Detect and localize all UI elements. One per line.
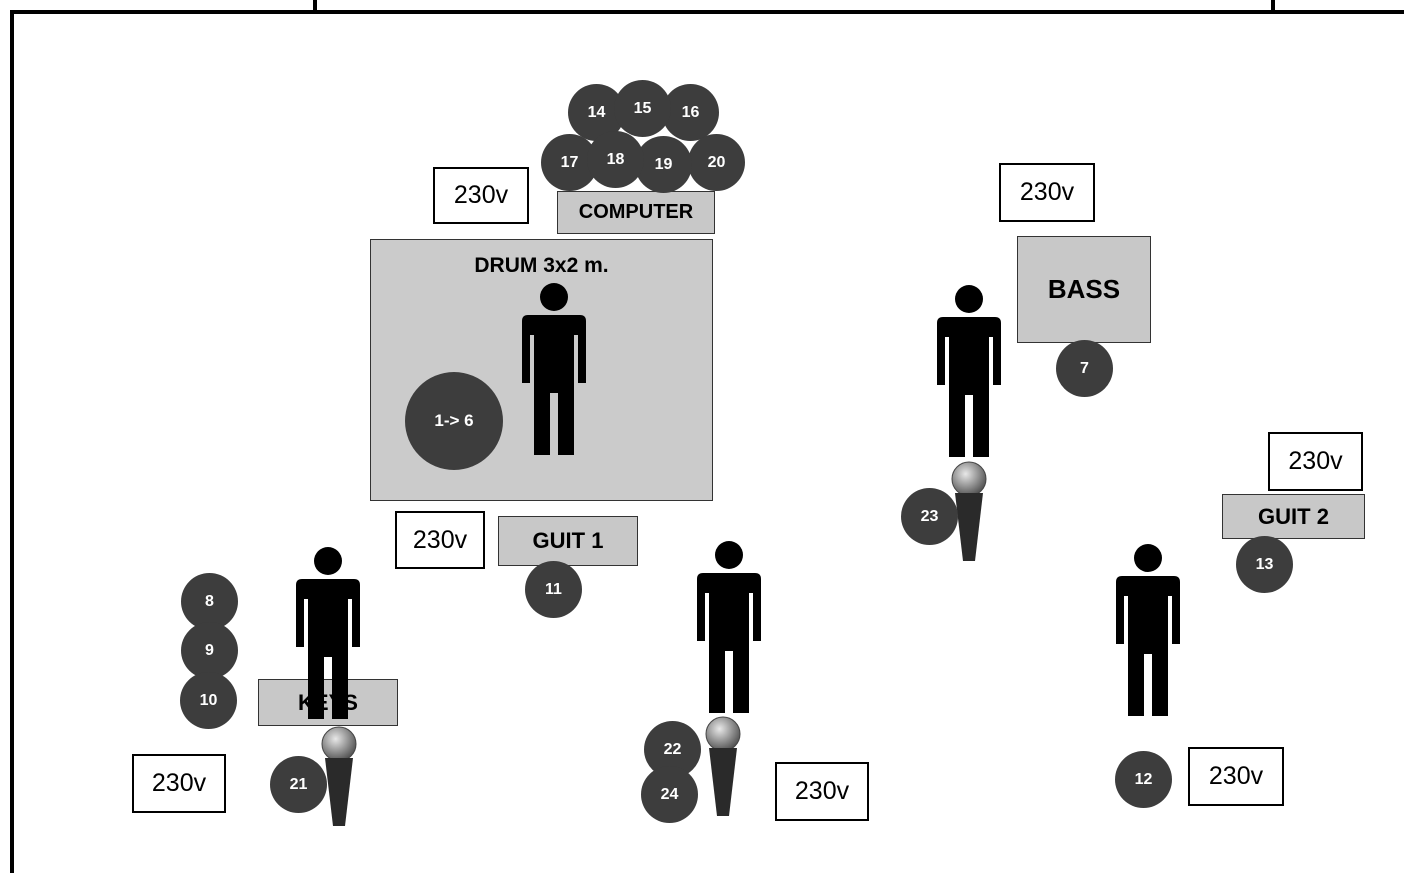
- channel-23: 23: [901, 488, 958, 545]
- channel-9: 9: [181, 622, 238, 679]
- power-outlet-drum: 230v: [433, 167, 529, 224]
- person-icon: [522, 283, 586, 455]
- channel-11: 11: [525, 561, 582, 618]
- channel-18: 18: [587, 131, 644, 188]
- guit1-label: GUIT 1: [498, 516, 638, 566]
- power-outlet-bass: 230v: [999, 163, 1095, 222]
- power-outlet-guit1: 230v: [395, 511, 485, 569]
- channel-20: 20: [688, 134, 745, 191]
- person-icon: [937, 285, 1001, 457]
- computer-label: COMPUTER: [557, 191, 715, 234]
- person-icon: [697, 541, 761, 713]
- power-outlet-keys: 230v: [132, 754, 226, 813]
- guit2-label: GUIT 2: [1222, 494, 1365, 539]
- microphone-icon: [321, 726, 357, 826]
- bass-label: BASS: [1017, 236, 1151, 343]
- channel-12: 12: [1115, 751, 1172, 808]
- power-outlet-guit2: 230v: [1268, 432, 1363, 491]
- person-icon: [296, 547, 360, 719]
- channel-19: 19: [635, 136, 692, 193]
- microphone-icon: [951, 461, 987, 561]
- channel-16: 16: [662, 84, 719, 141]
- channel-13: 13: [1236, 536, 1293, 593]
- channel-7: 7: [1056, 340, 1113, 397]
- channel-15: 15: [614, 80, 671, 137]
- channel-21: 21: [270, 756, 327, 813]
- channel-10: 10: [180, 672, 237, 729]
- power-outlet-center: 230v: [775, 762, 869, 821]
- person-icon: [1116, 544, 1180, 716]
- title-box: [313, 0, 1275, 14]
- microphone-icon: [705, 716, 741, 816]
- channel-drums: 1-> 6: [405, 372, 503, 470]
- channel-24: 24: [641, 766, 698, 823]
- stage-frame-left: [10, 14, 14, 873]
- channel-8: 8: [181, 573, 238, 630]
- drum-label: DRUM 3x2 m.: [474, 254, 609, 277]
- power-outlet-right: 230v: [1188, 747, 1284, 806]
